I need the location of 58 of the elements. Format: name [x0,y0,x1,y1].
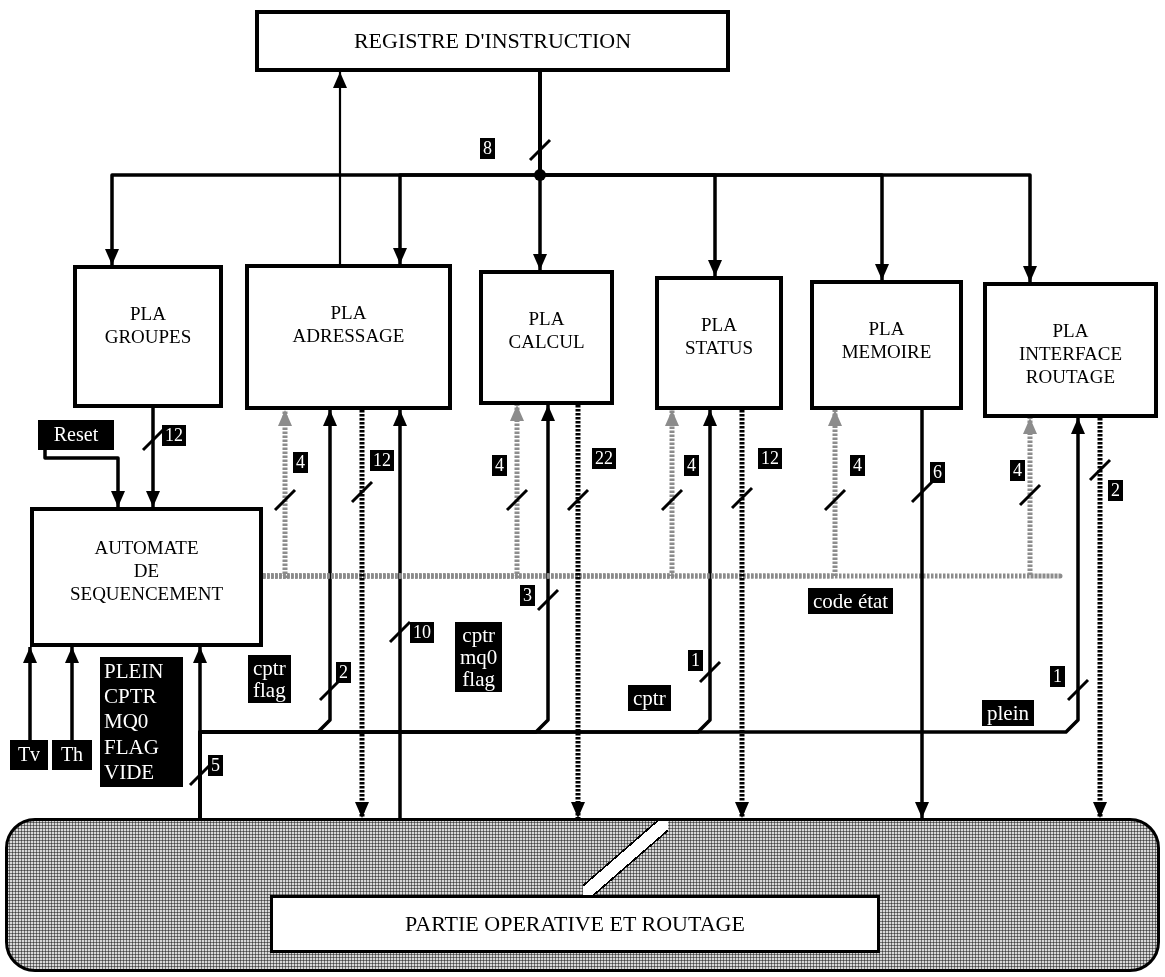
bus-width-label: 4 [293,452,308,473]
bus-width-label: 6 [930,462,945,483]
bus-arrow [915,410,929,818]
signal-tag: Tv [10,740,48,770]
signal-tag: Reset [38,420,114,450]
signal-tag: plein [982,700,1034,727]
pla-box [983,282,1158,418]
hatched-bus-arrow [263,418,1063,579]
bus-width-label: 12 [758,448,782,469]
bus-width-label: 4 [684,455,699,476]
node-label: PLA INTERFACE ROUTAGE [1018,319,1123,389]
bus-width-label: 10 [410,622,434,643]
hatched-band [5,818,1160,972]
bus-width-label: 12 [370,450,394,471]
bus-arrow [146,408,160,507]
pla-box [73,265,223,408]
bus-arrow [393,410,407,818]
node-label: PARTIE OPERATIVE ET ROUTAGE [405,910,745,938]
bus-width-label: 3 [520,585,535,606]
signal-tag: Th [52,740,92,770]
signal-tag: cptr mq0 flag [455,622,503,693]
bus-arrow [333,72,347,264]
pla-box [245,264,452,410]
bus-width-label: 22 [592,448,616,469]
node-label: PLA GROUPES [104,302,192,349]
bus-arrow [23,647,37,740]
bus-width-label: 4 [492,455,507,476]
bus-width-label: 8 [480,138,495,159]
process-box [270,895,880,953]
hatched-bus-arrow [1093,418,1107,818]
node-label: REGISTRE D'INSTRUCTION [353,27,632,55]
bus-width-label: 12 [162,425,186,446]
signal-tag: cptr flag [248,655,291,704]
signal-tag: code état [808,588,894,615]
bus-width-label: 4 [1010,460,1025,481]
bus-width-label: 2 [1108,480,1123,501]
bus-width-label: 2 [336,662,351,683]
node-label: PLA STATUS [684,313,754,360]
node-label: PLA ADRESSAGE [292,301,405,348]
hatched-bus-arrow [571,405,585,818]
hatched-bus-arrow [355,410,369,818]
register-box [255,10,730,72]
node-label: PLA CALCUL [508,307,585,354]
hatched-bus-arrow [735,410,749,818]
bus-width-label: 1 [1050,666,1065,687]
pla-box [479,270,614,405]
pla-box [655,276,783,410]
bus-width-label: 4 [850,455,865,476]
signal-tag: cptr [628,685,671,712]
bus-width-label: 5 [208,755,223,776]
node-label: AUTOMATE DE SEQUENCEMENT [69,536,223,606]
automaton-box [30,507,263,647]
bus-arrow [43,450,125,507]
node-label: PLA MEMOIRE [841,317,932,364]
bus-width-label: 1 [688,650,703,671]
signal-tag: PLEIN CPTR MQ0 FLAG VIDE [100,657,183,787]
bus-arrow [65,647,79,740]
pla-box [810,280,963,410]
